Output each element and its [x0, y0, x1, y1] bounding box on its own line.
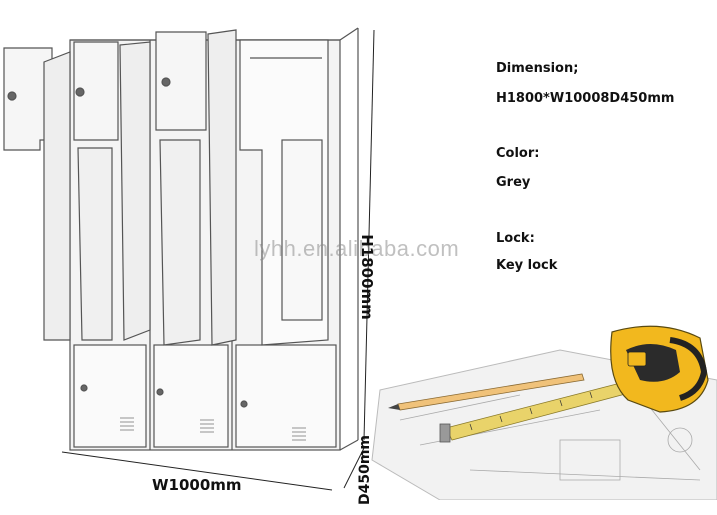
dimension-label: Dimension;	[496, 61, 579, 76]
width-dimension-label: W1000mm	[152, 476, 242, 494]
locker-cabinet	[3, 27, 359, 451]
open-door-1	[3, 47, 53, 151]
lock-value: Key lock	[496, 258, 558, 273]
open-door-2	[73, 41, 119, 141]
lower-door-2	[153, 344, 229, 448]
color-value: Grey	[496, 175, 531, 190]
lower-door-1	[73, 344, 147, 448]
depth-dimension-label: D450mm	[357, 434, 373, 506]
open-door-3	[155, 31, 207, 131]
dimension-lines	[61, 29, 375, 491]
color-label: Color:	[496, 146, 540, 161]
lower-door-3	[235, 344, 337, 448]
locker-drawing	[3, 27, 717, 500]
tape-measure-icon	[610, 325, 709, 413]
height-dimension-label: H1800mm	[358, 234, 376, 320]
dimension-value: H1800*W10008D450mm	[496, 91, 675, 106]
product-image: lyhh.en.alibaba.com W1000mm H1800mm D450…	[3, 27, 717, 505]
pencil-icon	[388, 373, 585, 411]
lock-label: Lock:	[496, 231, 535, 246]
watermark: lyhh.en.alibaba.com	[254, 236, 460, 261]
